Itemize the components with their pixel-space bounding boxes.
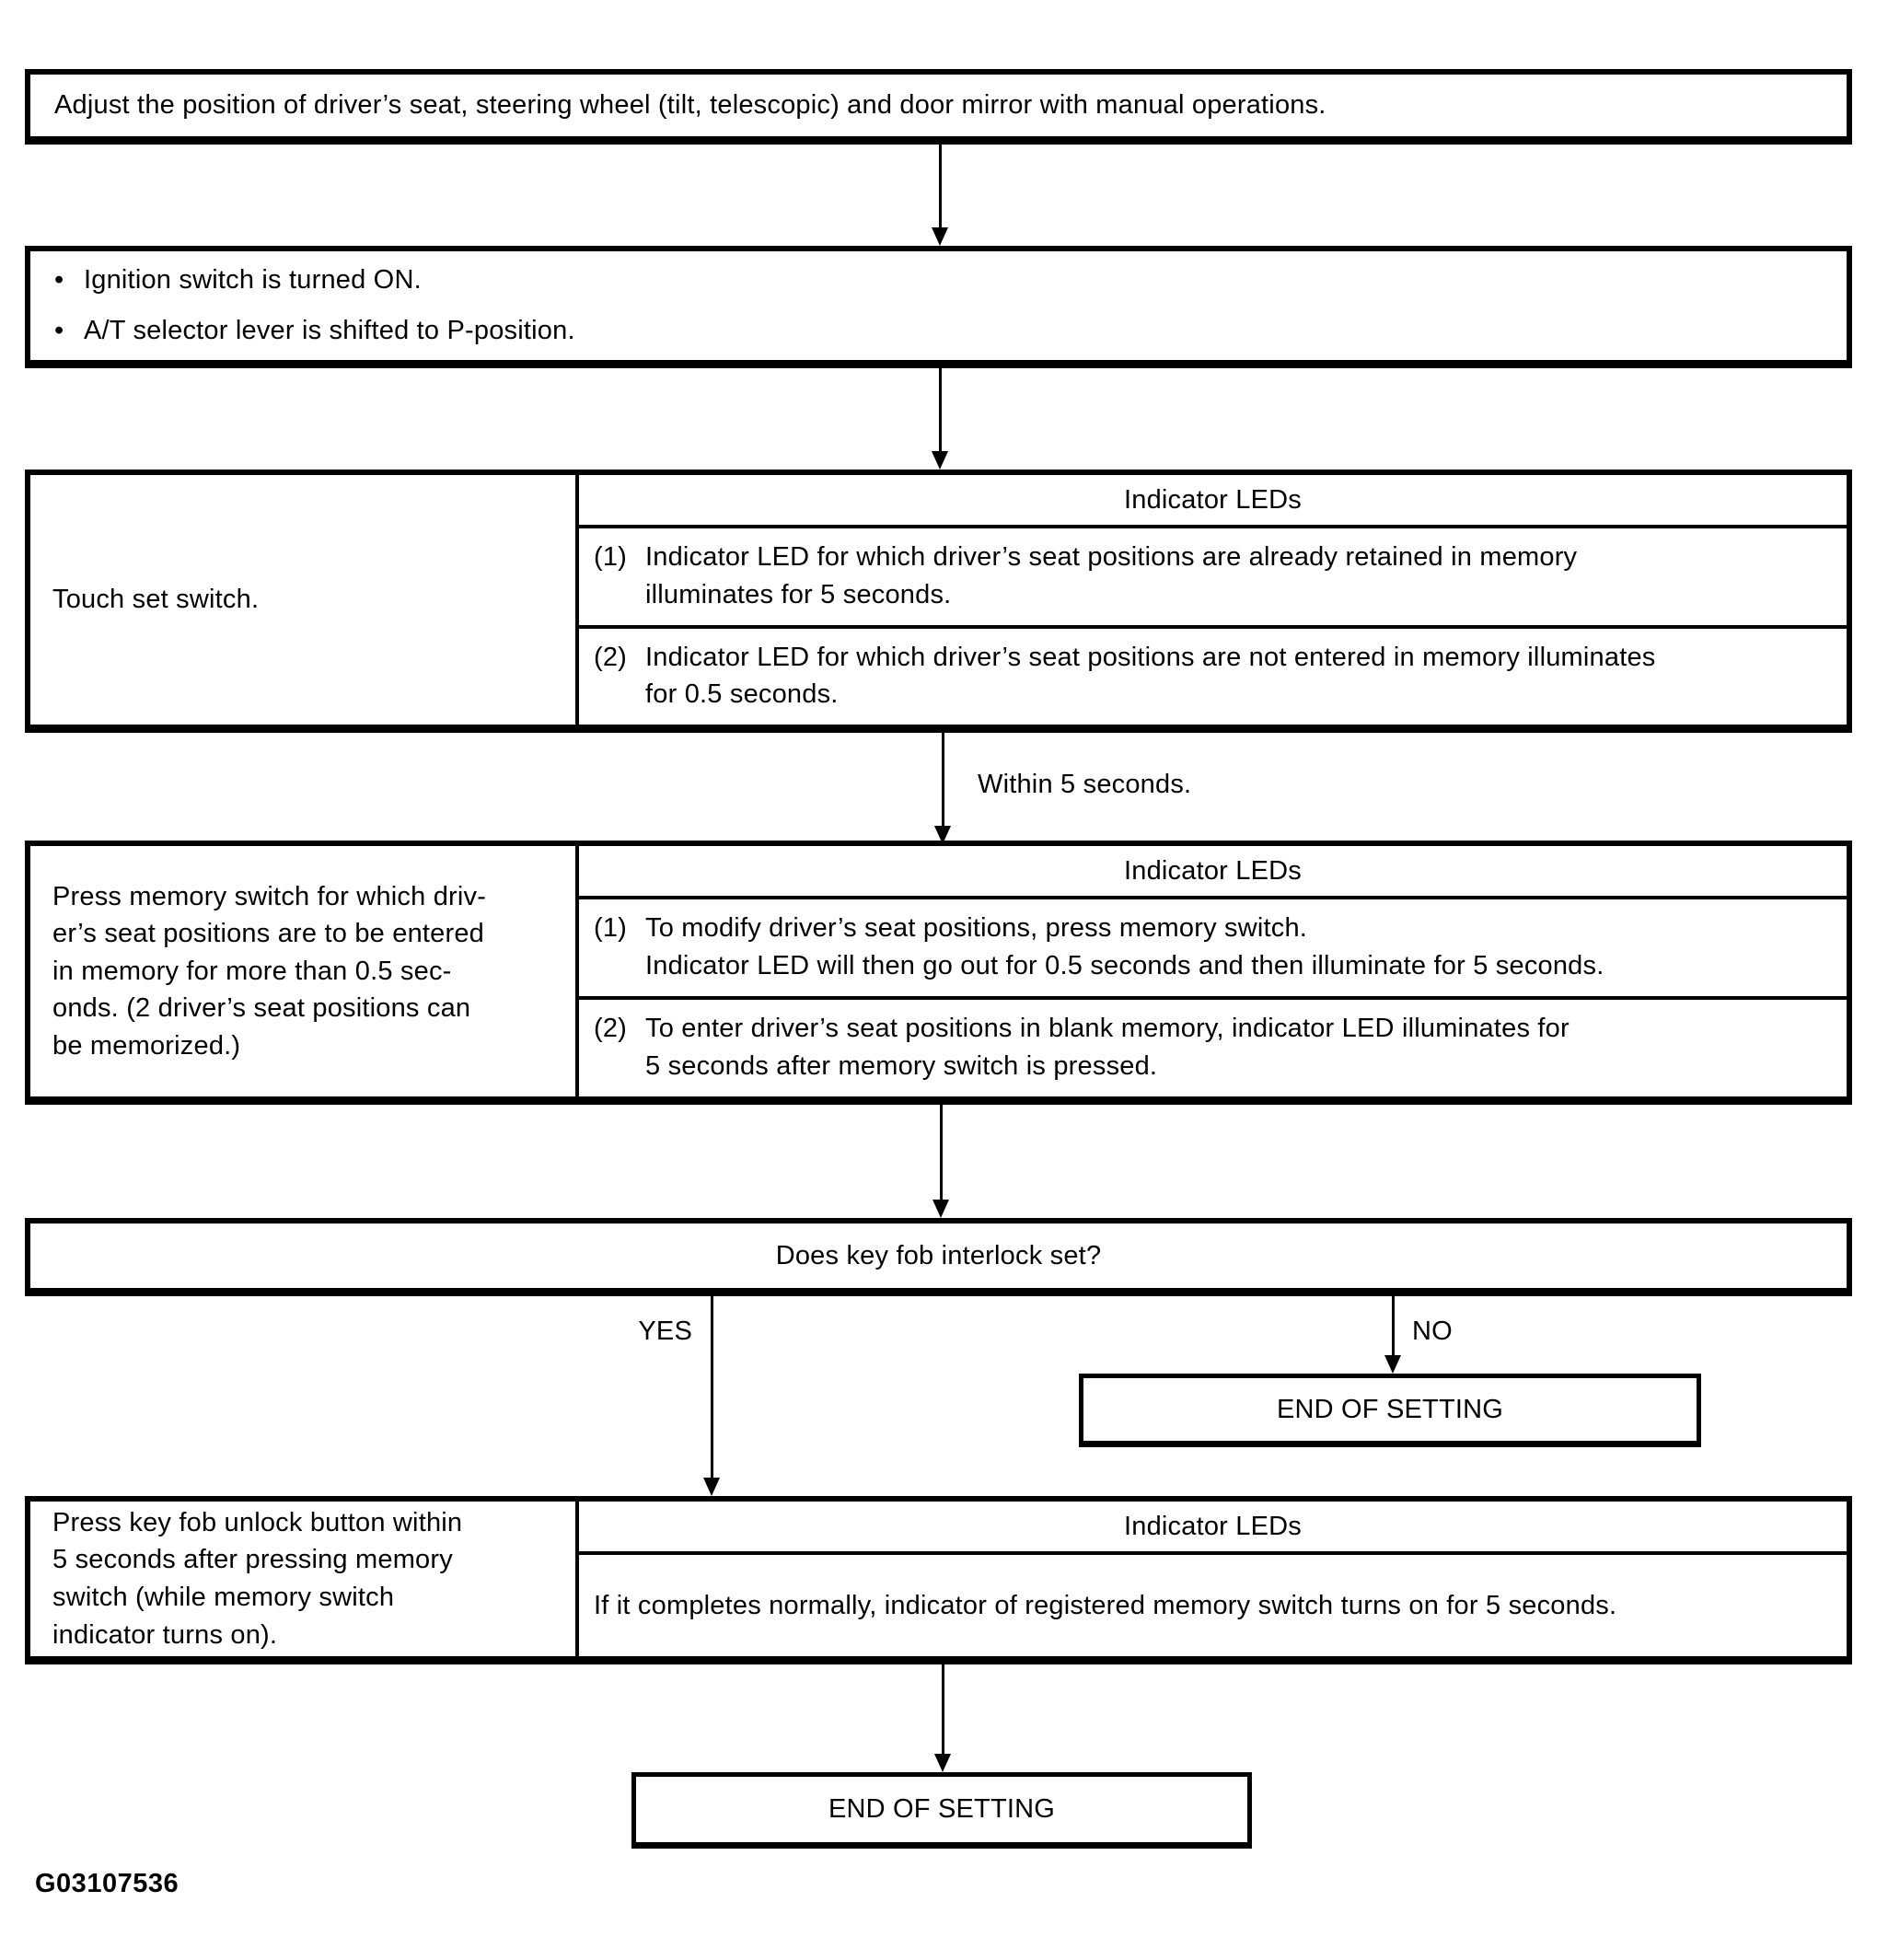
bullet-item: • Ignition switch is turned ON. [54, 261, 1823, 299]
bullet-icon: • [54, 316, 64, 345]
no-branch-line [1392, 1296, 1395, 1356]
step4-led-table: Indicator LEDs (1) To modify driver’s se… [579, 846, 1847, 1096]
no-label: NO [1412, 1313, 1453, 1351]
item-marker: (2) [594, 1014, 628, 1043]
item-text: Indicator LED for which driver’s seat po… [645, 642, 1656, 710]
arrow-line [942, 1664, 944, 1755]
led-table-content: If it completes normally, indicator of r… [579, 1555, 1847, 1656]
decision-box: Does key fob interlock set? [25, 1218, 1852, 1296]
led-item: (2) Indicator LED for which driver’s sea… [579, 629, 1847, 725]
decision-text: Does key fob interlock set? [775, 1240, 1102, 1270]
led-item: (1) Indicator LED for which driver’s sea… [579, 528, 1847, 629]
step1-box: Adjust the position of driver’s seat, st… [25, 69, 1852, 145]
end-of-setting-no-text: END OF SETTING [1276, 1394, 1504, 1424]
step1-text: Adjust the position of driver’s seat, st… [54, 90, 1326, 121]
step3-table: Touch set switch. Indicator LEDs (1) Ind… [25, 470, 1852, 733]
step4-table: Press memory switch for which driv- er’s… [25, 841, 1852, 1105]
step3-action-cell: Touch set switch. [30, 475, 579, 725]
step5-action-text: Press key fob unlock button within 5 sec… [52, 1507, 463, 1650]
end-of-setting-no-box: END OF SETTING [1079, 1374, 1701, 1447]
bullet-icon: • [54, 265, 64, 296]
item-text: If it completes normally, indicator of r… [594, 1590, 1617, 1620]
led-item: (1) To modify driver’s seat positions, p… [579, 899, 1847, 1000]
arrow-down-icon [934, 826, 951, 844]
within-5-seconds-label: Within 5 seconds. [978, 766, 1192, 804]
item-text: Indicator LED for which driver’s seat po… [645, 542, 1578, 609]
bullet-item: • A/T selector lever is shifted to P-pos… [54, 312, 1823, 350]
step5-table: Press key fob unlock button within 5 sec… [25, 1496, 1852, 1664]
bullet-text: A/T selector lever is shifted to P-posit… [84, 316, 575, 345]
arrow-down-icon [703, 1478, 720, 1496]
item-marker: (2) [594, 642, 628, 672]
end-of-setting-final-box: END OF SETTING [631, 1772, 1252, 1849]
led-item: (2) To enter driver’s seat positions in … [579, 1000, 1847, 1096]
arrow-line [940, 1105, 943, 1200]
led-table-header: Indicator LEDs [579, 1502, 1847, 1555]
step5-action-cell: Press key fob unlock button within 5 sec… [30, 1502, 579, 1656]
arrow-line [939, 368, 942, 452]
arrow-line [942, 733, 944, 827]
led-table-header: Indicator LEDs [579, 475, 1847, 528]
led-table-header: Indicator LEDs [579, 846, 1847, 899]
item-marker: (1) [594, 913, 628, 943]
end-of-setting-final-text: END OF SETTING [828, 1794, 1056, 1825]
arrow-down-icon [932, 1200, 949, 1218]
step4-action-text: Press memory switch for which driv- er’s… [52, 881, 487, 1061]
item-marker: (1) [594, 542, 628, 572]
step3-action-text: Touch set switch. [52, 585, 260, 615]
item-text: To enter driver’s seat positions in blan… [645, 1014, 1569, 1081]
figure-code: G03107536 [35, 1869, 180, 1898]
yes-branch-line [711, 1296, 713, 1479]
arrow-down-icon [932, 227, 948, 246]
arrow-line [939, 145, 942, 228]
step3-led-table: Indicator LEDs (1) Indicator LED for whi… [579, 475, 1847, 725]
arrow-down-icon [932, 451, 948, 470]
arrow-down-icon [934, 1754, 951, 1772]
bullet-text: Ignition switch is turned ON. [84, 265, 422, 296]
step5-led-table: Indicator LEDs If it completes normally,… [579, 1502, 1847, 1656]
yes-label: YES [534, 1313, 692, 1351]
item-text: To modify driver’s seat positions, press… [645, 913, 1604, 980]
step2-box: • Ignition switch is turned ON. • A/T se… [25, 246, 1852, 368]
arrow-down-icon [1384, 1355, 1401, 1374]
step4-action-cell: Press memory switch for which driv- er’s… [30, 846, 579, 1096]
